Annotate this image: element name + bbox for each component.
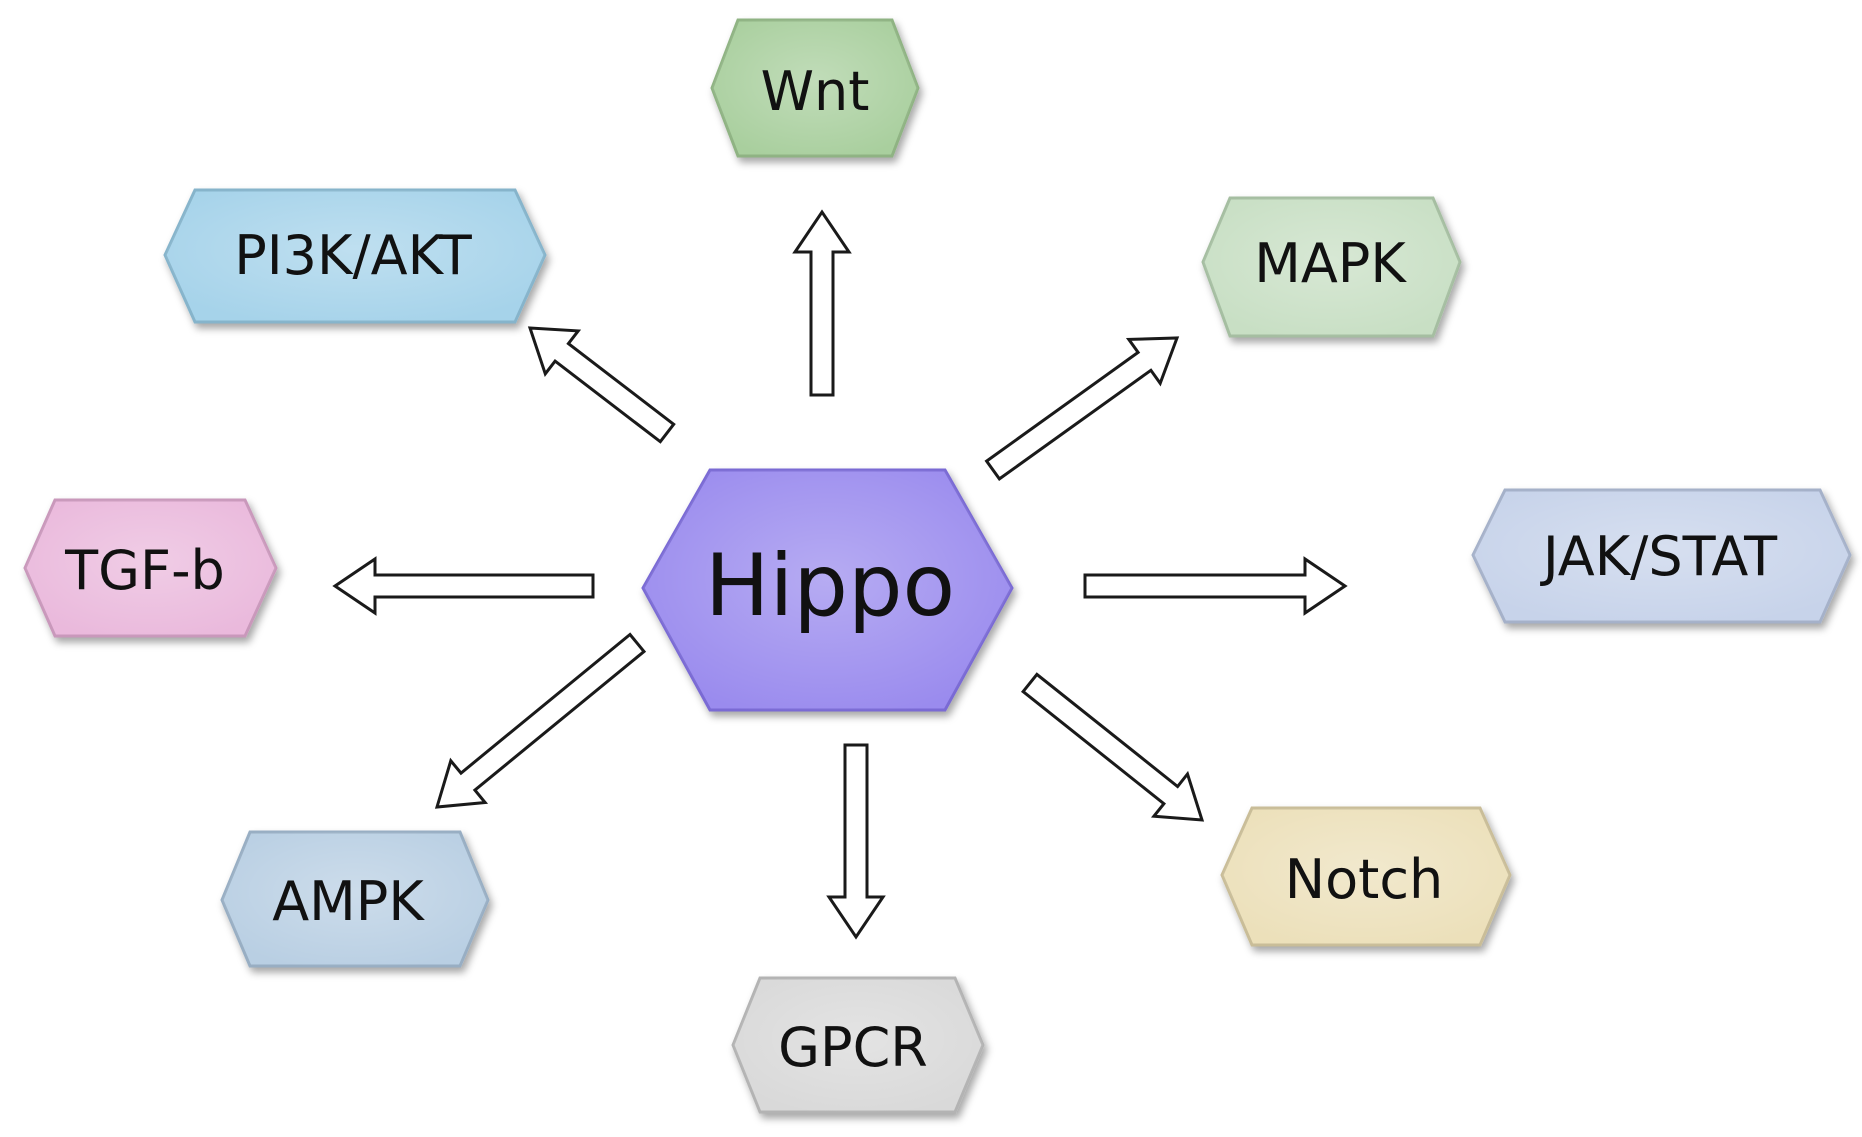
- arrow-hippo-to-tgf-b: [332, 556, 595, 616]
- nodes-layer: Hippo Wnt PI3K/AKT MAPK TGF-b JAK/STAT: [23, 18, 1852, 1114]
- arrows-layer: [332, 209, 1348, 940]
- arrow-hippo-to-wnt: [792, 209, 852, 397]
- notch-label: Notch: [1285, 848, 1444, 911]
- node-tgf-b: TGF-b: [23, 498, 278, 638]
- arrow-hippo-to-notch: [1020, 672, 1205, 822]
- mapk-label: MAPK: [1254, 232, 1407, 295]
- arrow-hippo-to-mapk: [984, 336, 1180, 481]
- node-ampk: AMPK: [220, 830, 490, 968]
- gpcr-label: GPCR: [778, 1016, 928, 1079]
- arrow-hippo-to-pi3k-akt: [527, 326, 676, 444]
- wnt-label: Wnt: [761, 60, 870, 123]
- hippo-node: Hippo: [641, 468, 1014, 712]
- jak-stat-label: JAK/STAT: [1540, 525, 1778, 588]
- hippo-label: Hippo: [705, 536, 955, 636]
- tgf-b-label: TGF-b: [64, 539, 225, 602]
- node-wnt: Wnt: [710, 18, 920, 158]
- arrow-hippo-to-gpcr: [826, 743, 886, 940]
- node-mapk: MAPK: [1201, 196, 1462, 338]
- ampk-label: AMPK: [272, 870, 425, 933]
- arrow-hippo-to-jak-stat: [1083, 556, 1348, 616]
- node-jak-stat: JAK/STAT: [1471, 488, 1852, 624]
- node-gpcr: GPCR: [731, 976, 985, 1114]
- pi3k-akt-label: PI3K/AKT: [234, 224, 473, 287]
- node-pi3k-akt: PI3K/AKT: [163, 188, 547, 324]
- node-notch: Notch: [1220, 806, 1512, 947]
- arrow-hippo-to-ampk: [434, 632, 647, 809]
